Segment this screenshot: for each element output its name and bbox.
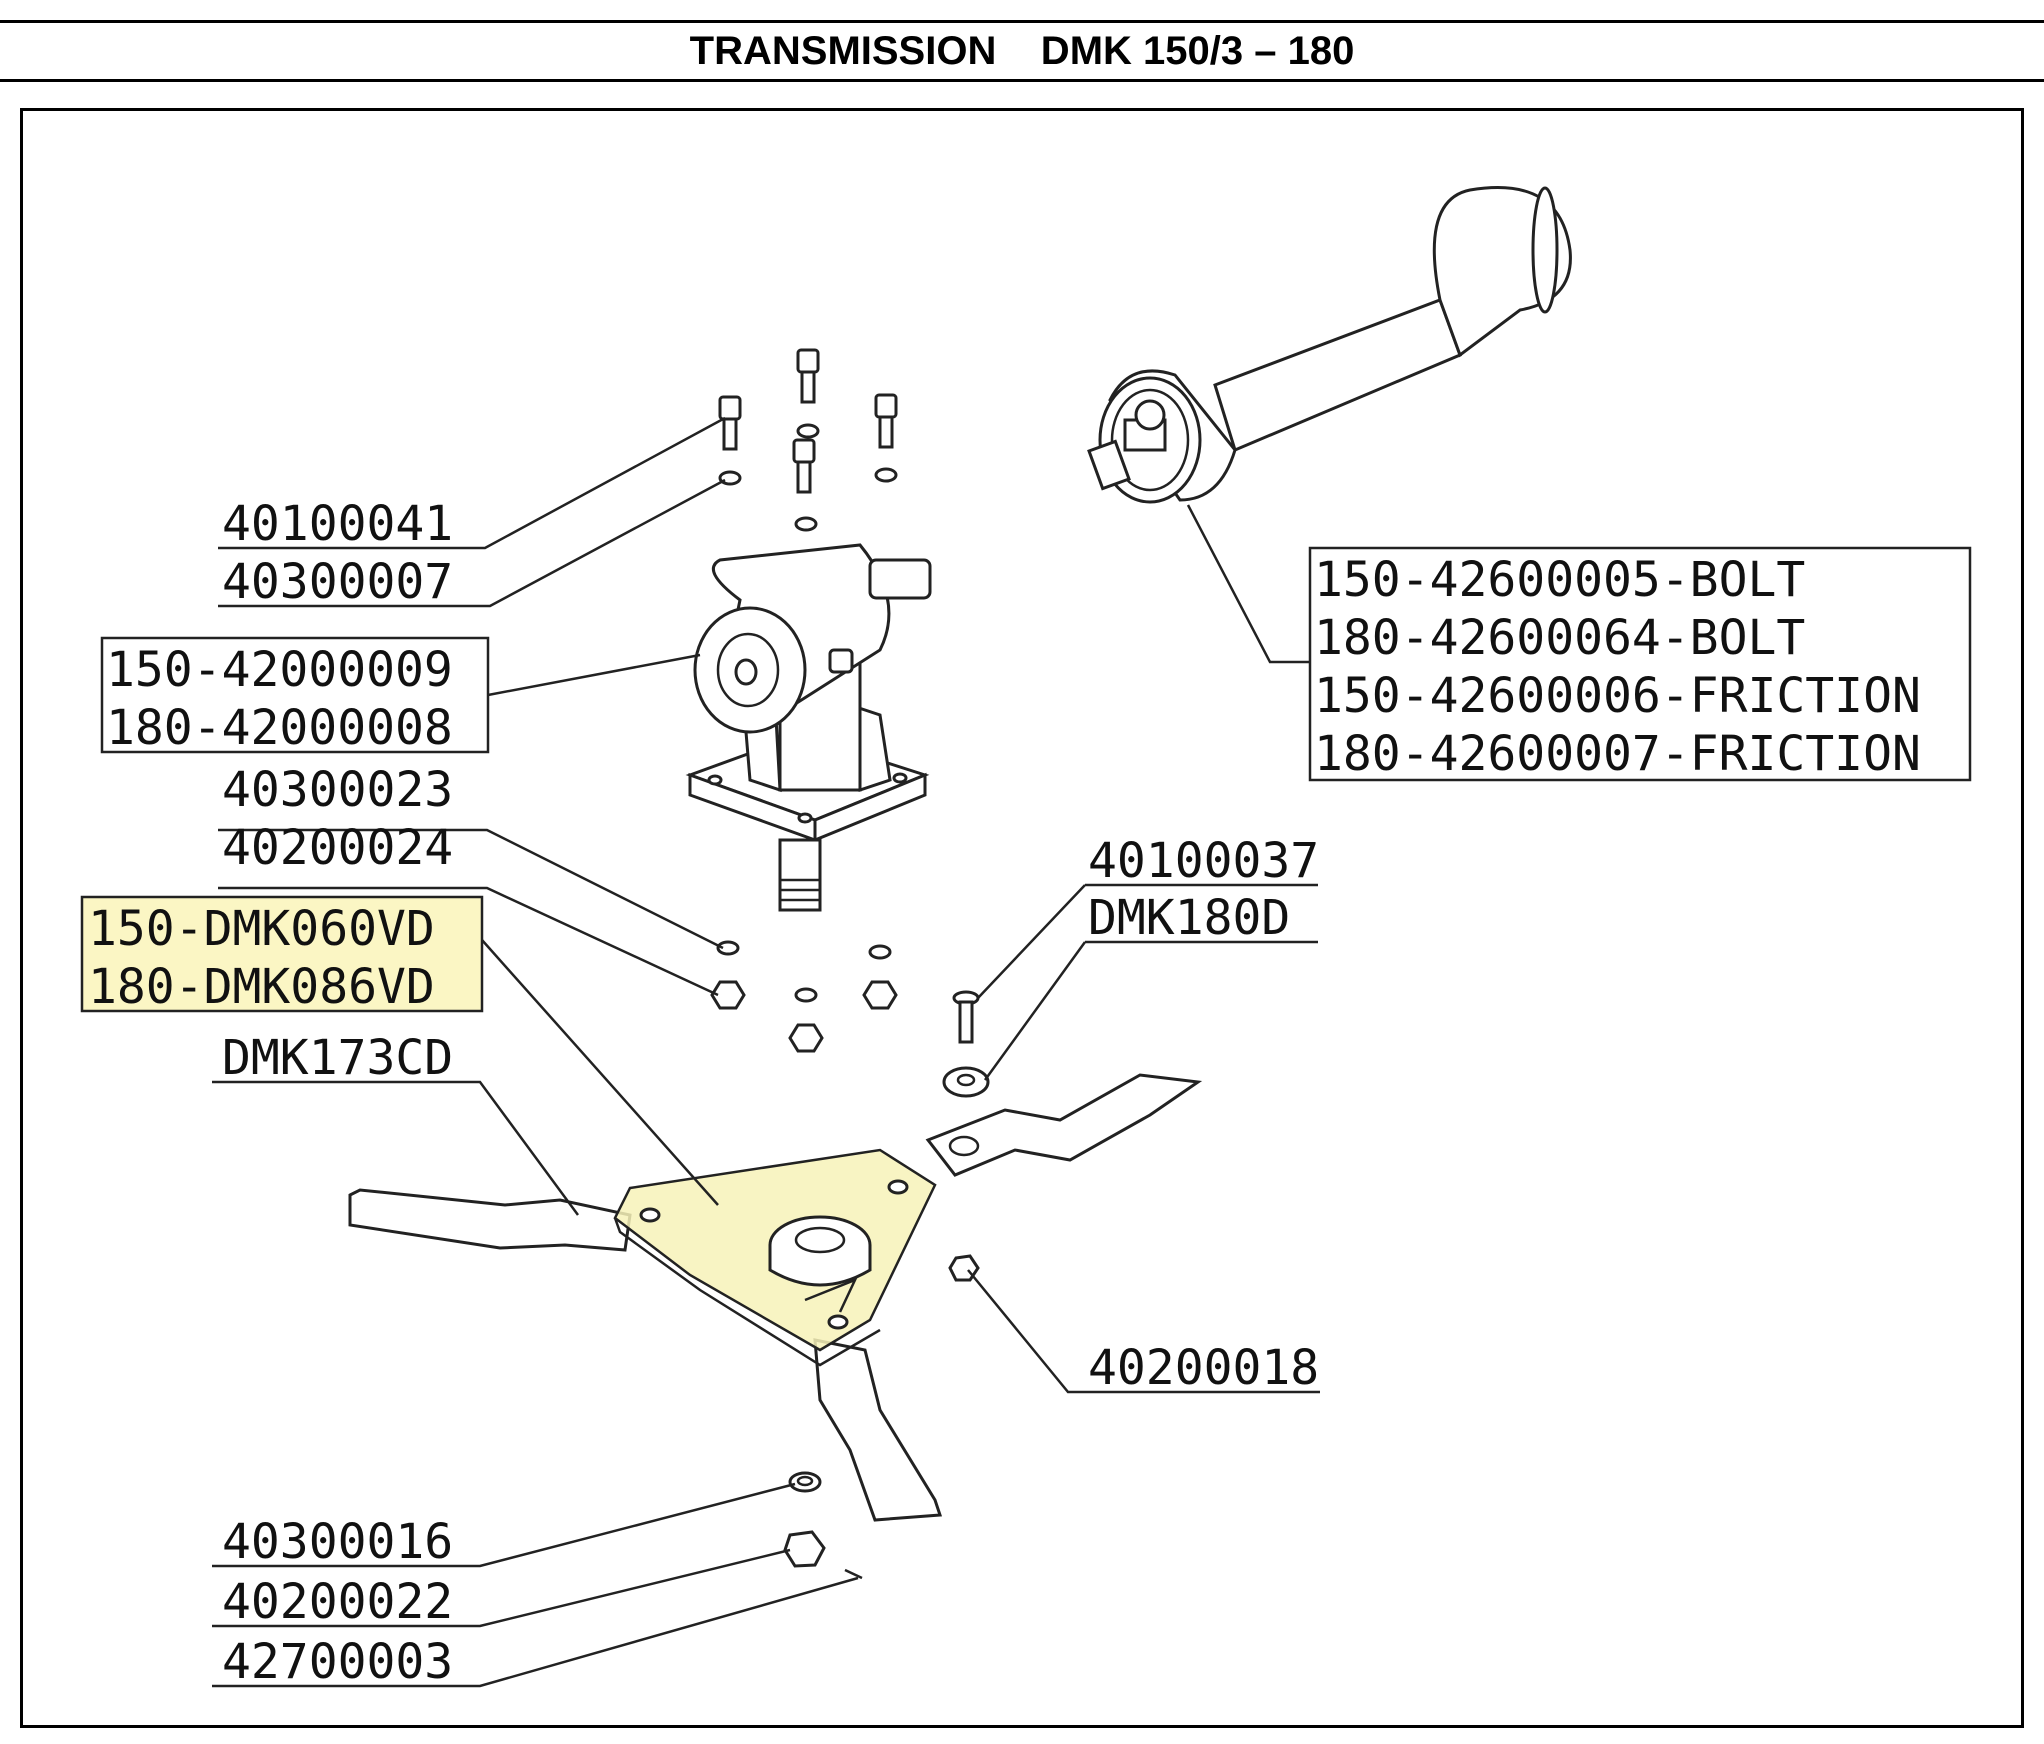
page-title: TRANSMISSION DMK 150/3 – 180 xyxy=(689,29,1355,73)
label-42700003: 42700003 xyxy=(222,1634,453,1690)
labels: 40100041 40300007 150-42000009 180-42000… xyxy=(88,496,1921,1690)
title-bar: TRANSMISSION DMK 150/3 – 180 xyxy=(0,20,2044,82)
bottom-fasteners xyxy=(783,1471,863,1580)
disc-label-highlight xyxy=(84,899,480,955)
label-dmk173cd: DMK173CD xyxy=(222,1030,453,1086)
label-shaft-180-bolt: 180-42600064-BOLT xyxy=(1314,610,1805,666)
drive-shaft xyxy=(1087,186,1572,504)
label-40100037: 40100037 xyxy=(1088,833,1319,889)
gearbox xyxy=(685,543,932,912)
label-40300016: 40300016 xyxy=(222,1514,453,1570)
shaft-label-box xyxy=(1308,546,1972,782)
leader-lines xyxy=(212,416,1320,1688)
top-bolts xyxy=(718,348,898,532)
label-shaft-180-friction: 180-42600007-FRICTION xyxy=(1314,726,1921,782)
label-gearbox-150: 150-42000009 xyxy=(106,642,453,698)
diagram-frame xyxy=(20,108,2024,1728)
lower-nuts xyxy=(710,940,898,1053)
label-40200024: 40200024 xyxy=(222,820,453,876)
label-dmk180d: DMK180D xyxy=(1088,890,1290,946)
label-40200022: 40200022 xyxy=(222,1574,453,1630)
label-40100041: 40100041 xyxy=(222,496,453,552)
blades xyxy=(348,1188,943,1522)
label-shaft-150-friction: 150-42600006-FRICTION xyxy=(1314,668,1921,724)
label-disc-150: 150-DMK060VD xyxy=(88,901,435,957)
label-40300023: 40300023 xyxy=(222,762,453,818)
label-gearbox-180: 180-42000008 xyxy=(106,700,453,756)
screw-and-blade-right xyxy=(925,990,1203,1282)
label-shaft-150-bolt: 150-42600005-BOLT xyxy=(1314,552,1805,608)
label-40200018: 40200018 xyxy=(1088,1340,1319,1396)
label-40300007: 40300007 xyxy=(222,554,453,610)
label-disc-180: 180-DMK086VD xyxy=(88,959,435,1015)
rotor-disc xyxy=(613,1148,937,1367)
